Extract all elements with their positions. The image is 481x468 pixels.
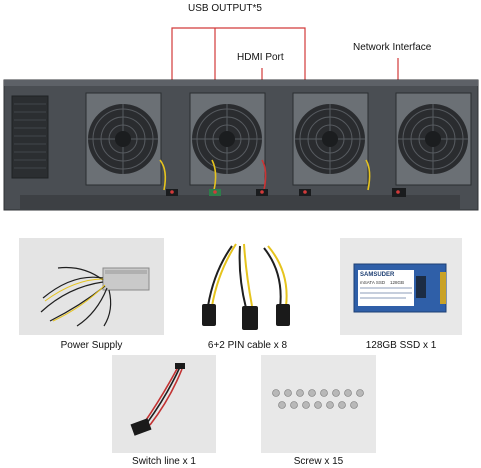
power-supply-image (19, 238, 164, 335)
pin-cable-caption: 6+2 PIN cable x 8 (207, 340, 288, 351)
usb-output-label: USB OUTPUT*5 (188, 3, 262, 14)
fan-4 (395, 92, 472, 186)
switch-line-image (112, 355, 216, 453)
ssd-brand-text: SAMSUDER (360, 272, 395, 278)
ssd-model-text: mSATA SSD (360, 280, 386, 285)
ssd-image (340, 238, 462, 335)
ssd-capacity-text: 128GB (390, 280, 405, 285)
chassis-rear-image (3, 27, 479, 211)
hdmi-port-label: HDMI Port (237, 52, 284, 63)
switch-line-caption: Switch line x 1 (132, 456, 196, 467)
fan-1 (85, 92, 162, 186)
ssd-caption: 128GB SSD x 1 (365, 340, 437, 351)
network-interface-label: Network Interface (353, 42, 432, 53)
power-supply-caption: Power Supply (60, 340, 123, 351)
fan-3 (292, 92, 369, 186)
screws-image (261, 355, 376, 453)
pin-cable-image (180, 238, 315, 335)
fan-2 (189, 92, 266, 186)
screws-caption: Screw x 15 (293, 456, 344, 467)
